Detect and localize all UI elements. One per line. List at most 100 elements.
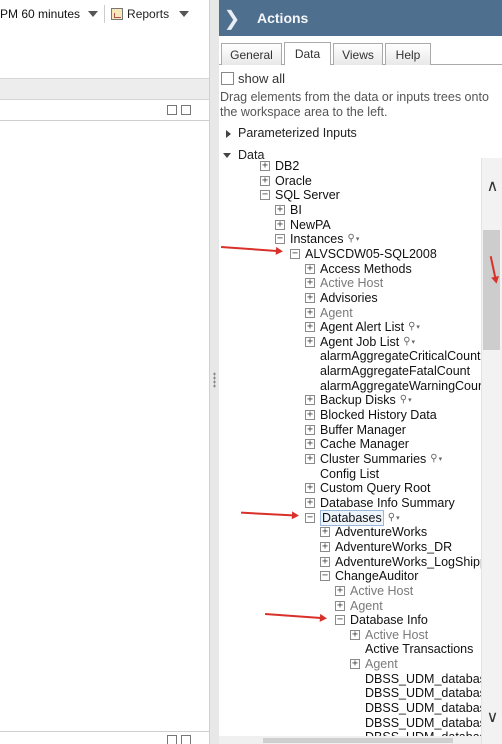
splitter-grip-icon[interactable] <box>213 372 216 388</box>
tree-node[interactable]: −SQL Server <box>260 188 340 202</box>
expanded-triangle-icon[interactable] <box>223 153 231 158</box>
tree-node[interactable]: DBSS_UDM_database_2 <box>350 686 481 700</box>
search-filter-icon[interactable]: ⚲▾ <box>387 511 400 523</box>
tree-node[interactable]: −Instances⚲▾ <box>275 232 359 246</box>
time-range-label[interactable]: PM 60 minutes <box>0 7 81 21</box>
expand-plus-icon[interactable]: + <box>305 394 315 406</box>
tree-node[interactable]: Config List <box>305 467 379 481</box>
tab-views[interactable]: Views <box>333 43 383 65</box>
expand-plus-icon[interactable]: + <box>320 540 330 552</box>
tree-node[interactable]: +Active Host <box>350 628 428 642</box>
tree-node[interactable]: +Database Info Summary <box>305 496 455 510</box>
tree-node[interactable]: +AdventureWorks_LogShipping <box>320 555 481 569</box>
expand-plus-icon[interactable]: + <box>350 658 360 670</box>
tree-node[interactable]: +Agent Alert List⚲▾ <box>305 320 420 334</box>
collapse-minus-icon[interactable]: − <box>320 570 330 582</box>
tab-help[interactable]: Help <box>385 43 431 65</box>
list-view-icon[interactable] <box>181 105 191 115</box>
chevron-up-icon[interactable]: ∧ <box>486 175 499 195</box>
expand-plus-icon[interactable]: + <box>260 174 270 186</box>
tree-node[interactable]: −ChangeAuditor <box>320 569 418 583</box>
expand-plus-icon[interactable]: + <box>260 160 270 171</box>
tree-node[interactable]: +Advisories <box>305 291 378 305</box>
expand-plus-icon[interactable]: + <box>335 599 345 611</box>
time-range-dropdown-icon[interactable] <box>88 11 99 17</box>
expand-plus-icon[interactable]: + <box>305 409 315 421</box>
expand-plus-icon[interactable]: + <box>305 482 315 494</box>
expand-plus-icon[interactable]: + <box>305 453 315 464</box>
expand-plus-icon[interactable]: + <box>275 218 285 230</box>
tree-node[interactable]: +Cluster Summaries⚲▾ <box>305 452 442 466</box>
tree-node[interactable]: +Custom Query Root <box>305 481 430 495</box>
expand-plus-icon[interactable]: + <box>305 423 315 435</box>
show-all-option[interactable]: show all <box>221 71 285 86</box>
tree-node[interactable]: DBSS_UDM_database_1 <box>350 672 481 686</box>
tree-node[interactable]: +Agent <box>335 599 383 613</box>
tree-node[interactable]: −Database Info <box>335 613 428 627</box>
tree-node[interactable]: alarmAggregateWarningCount <box>305 379 481 393</box>
tree-node[interactable]: alarmAggregateFatalCount <box>305 364 470 378</box>
expand-plus-icon[interactable]: + <box>320 555 330 567</box>
tree-node[interactable]: −Databases⚲▾ <box>305 509 400 526</box>
tree-node[interactable]: DBSS_UDM_database_3 <box>350 701 481 715</box>
search-filter-icon[interactable]: ⚲▾ <box>399 394 412 406</box>
parameterized-inputs-node[interactable]: Parameterized Inputs <box>226 126 357 141</box>
bottom-list-view-icon[interactable] <box>181 735 191 744</box>
tree-node[interactable]: +AdventureWorks <box>320 525 427 539</box>
tree-node[interactable]: +Agent Job List⚲▾ <box>305 335 415 349</box>
search-filter-icon[interactable]: ⚲▾ <box>430 453 443 464</box>
tree-node[interactable]: −ALVSCDW05-SQL2008 <box>290 247 437 261</box>
tree-node[interactable]: +Backup Disks⚲▾ <box>305 393 412 407</box>
data-root-node[interactable]: Data <box>223 148 264 163</box>
show-all-checkbox[interactable] <box>221 72 234 85</box>
panel-splitter[interactable] <box>209 0 219 744</box>
tree-horizontal-scrollbar[interactable] <box>219 736 481 744</box>
tree-node[interactable]: +DB2 <box>260 159 299 173</box>
tree-node[interactable]: +Active Host <box>305 276 383 290</box>
tree-node[interactable]: alarmAggregateCriticalCount <box>305 349 481 363</box>
expand-plus-icon[interactable]: + <box>305 496 315 508</box>
expand-plus-icon[interactable]: + <box>305 321 315 333</box>
expand-plus-icon[interactable]: + <box>305 438 315 450</box>
reports-dropdown-icon[interactable] <box>179 11 190 17</box>
chevron-right-icon[interactable]: ❯ <box>223 6 241 30</box>
chevron-down-icon[interactable]: ∨ <box>486 706 499 726</box>
collapse-minus-icon[interactable]: − <box>305 511 315 523</box>
tree-node[interactable]: +BI <box>275 203 302 217</box>
horizontal-scrollbar-thumb[interactable] <box>263 738 453 743</box>
reports-button[interactable]: Reports <box>111 7 190 21</box>
expand-plus-icon[interactable]: + <box>335 584 345 596</box>
tree-node[interactable]: +NewPA <box>275 218 331 232</box>
search-filter-icon[interactable]: ⚲▾ <box>408 321 420 333</box>
expand-plus-icon[interactable]: + <box>305 306 315 318</box>
expand-plus-icon[interactable]: + <box>350 628 360 640</box>
tree-node[interactable]: +Buffer Manager <box>305 423 406 437</box>
tree-node[interactable]: +Agent <box>350 657 398 671</box>
collapse-minus-icon[interactable]: − <box>290 247 300 259</box>
tree-node[interactable]: +Access Methods <box>305 262 412 276</box>
scrollbar-thumb[interactable] <box>483 230 500 350</box>
tree-node[interactable]: Active Transactions <box>350 642 473 656</box>
tree-node[interactable]: DBSS_UDM_database_4 <box>350 716 481 730</box>
collapsed-triangle-icon[interactable] <box>226 129 231 138</box>
collapse-minus-icon[interactable]: − <box>260 189 270 201</box>
view-options-icon[interactable] <box>167 105 177 115</box>
collapse-minus-icon[interactable]: − <box>275 233 285 245</box>
tree-node[interactable]: +Blocked History Data <box>305 408 437 422</box>
tab-general[interactable]: General <box>221 43 282 65</box>
tree-vertical-scrollbar[interactable]: ∧ ∨ <box>481 158 502 744</box>
expand-plus-icon[interactable]: + <box>275 203 285 215</box>
expand-plus-icon[interactable]: + <box>305 262 315 274</box>
tree-node[interactable]: +Agent <box>305 306 353 320</box>
expand-plus-icon[interactable]: + <box>305 335 315 347</box>
expand-plus-icon[interactable]: + <box>320 526 330 538</box>
search-filter-icon[interactable]: ⚲▾ <box>403 335 416 347</box>
search-filter-icon[interactable]: ⚲▾ <box>347 233 360 245</box>
expand-plus-icon[interactable]: + <box>305 291 315 303</box>
tree-node[interactable]: +AdventureWorks_DR <box>320 540 452 554</box>
expand-plus-icon[interactable]: + <box>305 277 315 289</box>
bottom-view-options-icon[interactable] <box>167 735 177 744</box>
tree-node[interactable]: +Cache Manager <box>305 437 409 451</box>
tab-data[interactable]: Data <box>284 42 331 65</box>
collapse-minus-icon[interactable]: − <box>335 614 345 626</box>
